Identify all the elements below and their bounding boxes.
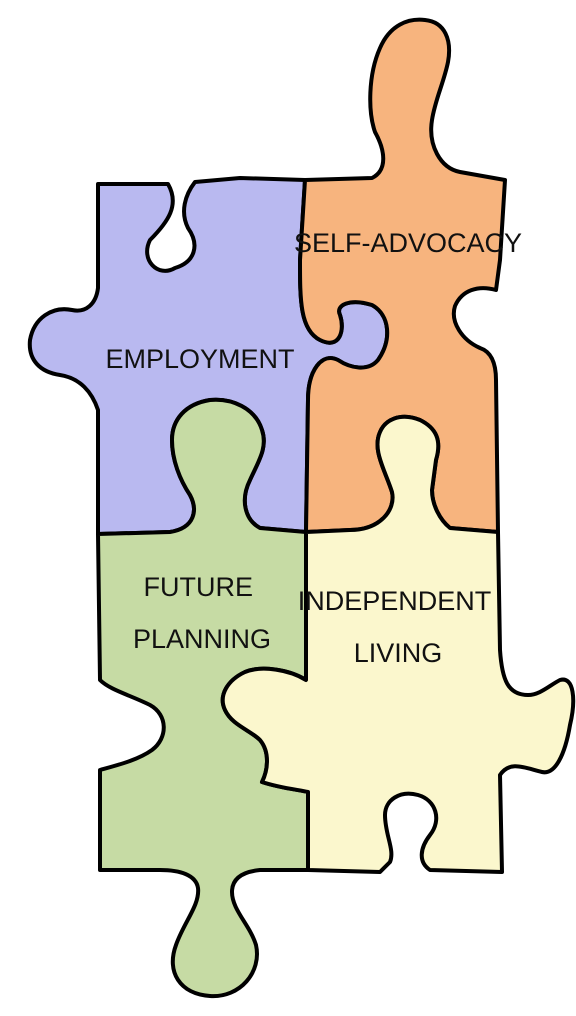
future-planning-label-line-2: PLANNING — [133, 624, 271, 654]
future-planning-label-line-1: FUTURE — [143, 572, 253, 602]
independent-living-label: INDEPENDENT LIVING — [298, 586, 499, 668]
self-advocacy-label: SELF-ADVOCACY — [294, 228, 522, 258]
future-planning-label: FUTURE PLANNING — [133, 572, 271, 654]
independent-living-label-line-1: INDEPENDENT — [298, 586, 491, 616]
employment-label: EMPLOYMENT — [105, 344, 294, 374]
independent-living-piece — [220, 414, 576, 874]
independent-living-label-line-2: LIVING — [354, 638, 443, 668]
